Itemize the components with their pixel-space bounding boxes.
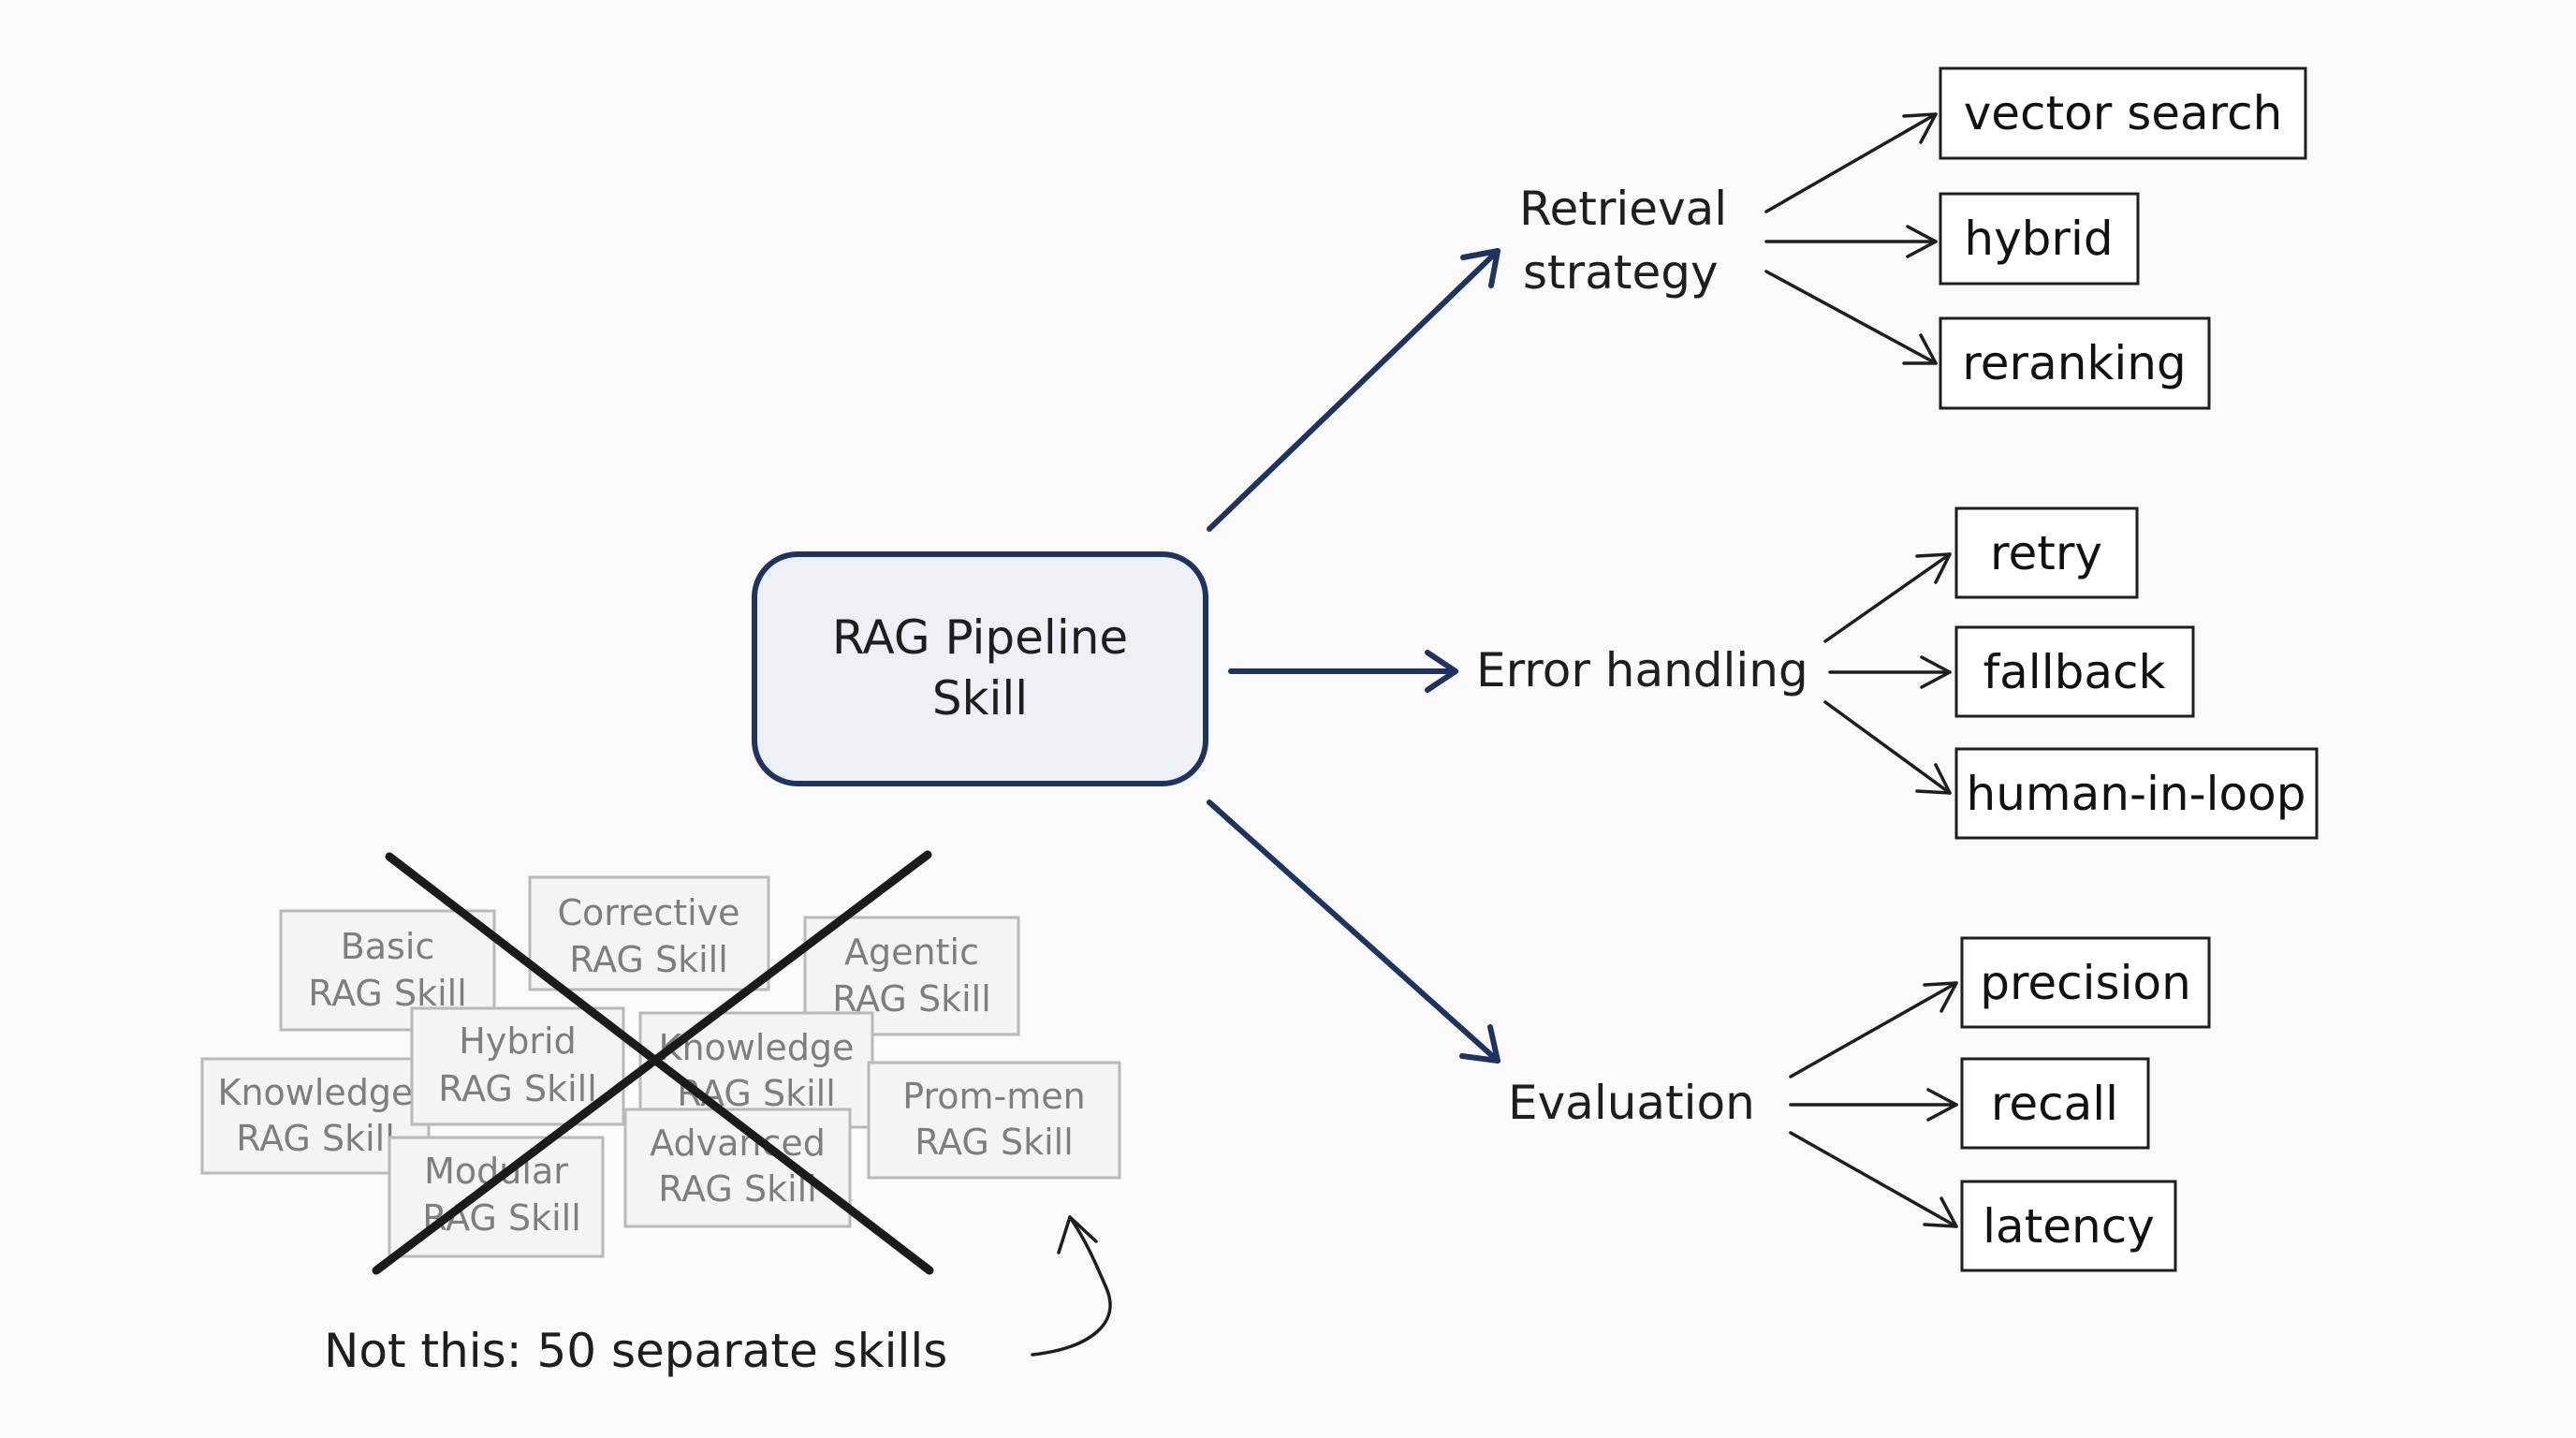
arrow-to-error-handling: [1228, 650, 1458, 693]
leaf-recall: recall: [1960, 1057, 2150, 1150]
leaf-retry: retry: [1954, 506, 2139, 599]
ghost-card-corrective: Corrective RAG Skill: [528, 875, 770, 991]
leaf-retry-label: retry: [1990, 526, 2102, 580]
hub-node: RAG Pipeline Skill: [752, 551, 1208, 786]
svg-text:Agentic: Agentic: [844, 932, 979, 973]
arrow-to-reranking: [1764, 270, 1938, 365]
leaf-precision-label: precision: [1980, 956, 2191, 1010]
leaf-fallback-label: fallback: [1983, 645, 2166, 699]
leaf-latency: latency: [1960, 1180, 2177, 1272]
leaf-reranking-label: reranking: [1962, 336, 2186, 390]
arrow-to-hybrid: [1764, 225, 1938, 258]
arrow-to-precision: [1789, 981, 1958, 1078]
ghost-card-hybrid: Hybrid RAG Skill: [410, 1006, 625, 1126]
leaf-hybrid-label: hybrid: [1964, 212, 2113, 266]
hub-title-line2: Skill: [932, 671, 1028, 726]
leaf-latency-label: latency: [1983, 1199, 2155, 1254]
svg-text:Knowledge: Knowledge: [218, 1072, 414, 1113]
branch-error-handling-label: Error handling: [1476, 643, 1808, 697]
caption-not-this: Not this: 50 separate skills: [324, 1324, 947, 1378]
svg-text:RAG Skill: RAG Skill: [658, 1168, 817, 1210]
arrow-to-vector-search: [1764, 112, 1938, 213]
arrow-to-human-in-loop: [1823, 700, 1952, 795]
branch-retrieval: Retrieval strategy vector search hybrid …: [1519, 66, 2307, 410]
arrow-to-retrieval: [1207, 248, 1500, 532]
leaf-human-in-loop-label: human-in-loop: [1967, 767, 2306, 821]
arrow-to-latency: [1789, 1131, 1958, 1228]
leaf-vector-search-label: vector search: [1964, 86, 2283, 140]
arrow-to-recall: [1789, 1088, 1958, 1122]
branch-error-handling: Error handling retry fallback human-in-l…: [1476, 506, 2319, 840]
svg-text:Corrective: Corrective: [557, 892, 739, 933]
svg-text:Prom-men: Prom-men: [902, 1076, 1086, 1117]
leaf-vector-search: vector search: [1939, 66, 2307, 160]
ghost-card-advanced: Advanced RAG Skill: [623, 1108, 852, 1228]
svg-text:Modular: Modular: [424, 1151, 568, 1192]
svg-text:RAG Skill: RAG Skill: [438, 1068, 597, 1109]
arrow-to-evaluation: [1207, 800, 1500, 1064]
leaf-precision: precision: [1960, 936, 2211, 1029]
leaf-reranking: reranking: [1939, 316, 2211, 410]
leaf-recall-label: recall: [1991, 1077, 2118, 1131]
svg-text:RAG Skill: RAG Skill: [569, 939, 728, 980]
svg-text:Hybrid: Hybrid: [459, 1020, 577, 1062]
leaf-fallback: fallback: [1954, 625, 2195, 718]
arrow-to-fallback: [1828, 655, 1952, 689]
svg-text:RAG Skill: RAG Skill: [236, 1118, 395, 1159]
leaf-hybrid: hybrid: [1939, 192, 2140, 286]
arrow-to-retry: [1823, 552, 1952, 643]
cross-out-mark: [372, 850, 934, 1275]
branch-evaluation: Evaluation precision recall latency: [1508, 936, 2211, 1272]
svg-text:RAG Skill: RAG Skill: [915, 1122, 1074, 1163]
branch-evaluation-label: Evaluation: [1508, 1076, 1755, 1130]
branch-retrieval-label-line1: Retrieval: [1519, 182, 1727, 236]
hub-title-line1: RAG Pipeline: [832, 610, 1128, 665]
curved-arrow-to-pile: [1031, 1215, 1112, 1357]
leaf-human-in-loop: human-in-loop: [1954, 747, 2319, 840]
branch-retrieval-label-line2: strategy: [1523, 245, 1719, 300]
crossed-out-skills-pile: Basic RAG Skill Corrective RAG Skill Age…: [200, 850, 1121, 1275]
svg-text:Basic: Basic: [341, 926, 435, 967]
svg-text:Advanced: Advanced: [650, 1123, 826, 1164]
ghost-card-prom-men: Prom-men RAG Skill: [867, 1061, 1121, 1180]
ghost-card-basic: Basic RAG Skill: [279, 909, 496, 1032]
